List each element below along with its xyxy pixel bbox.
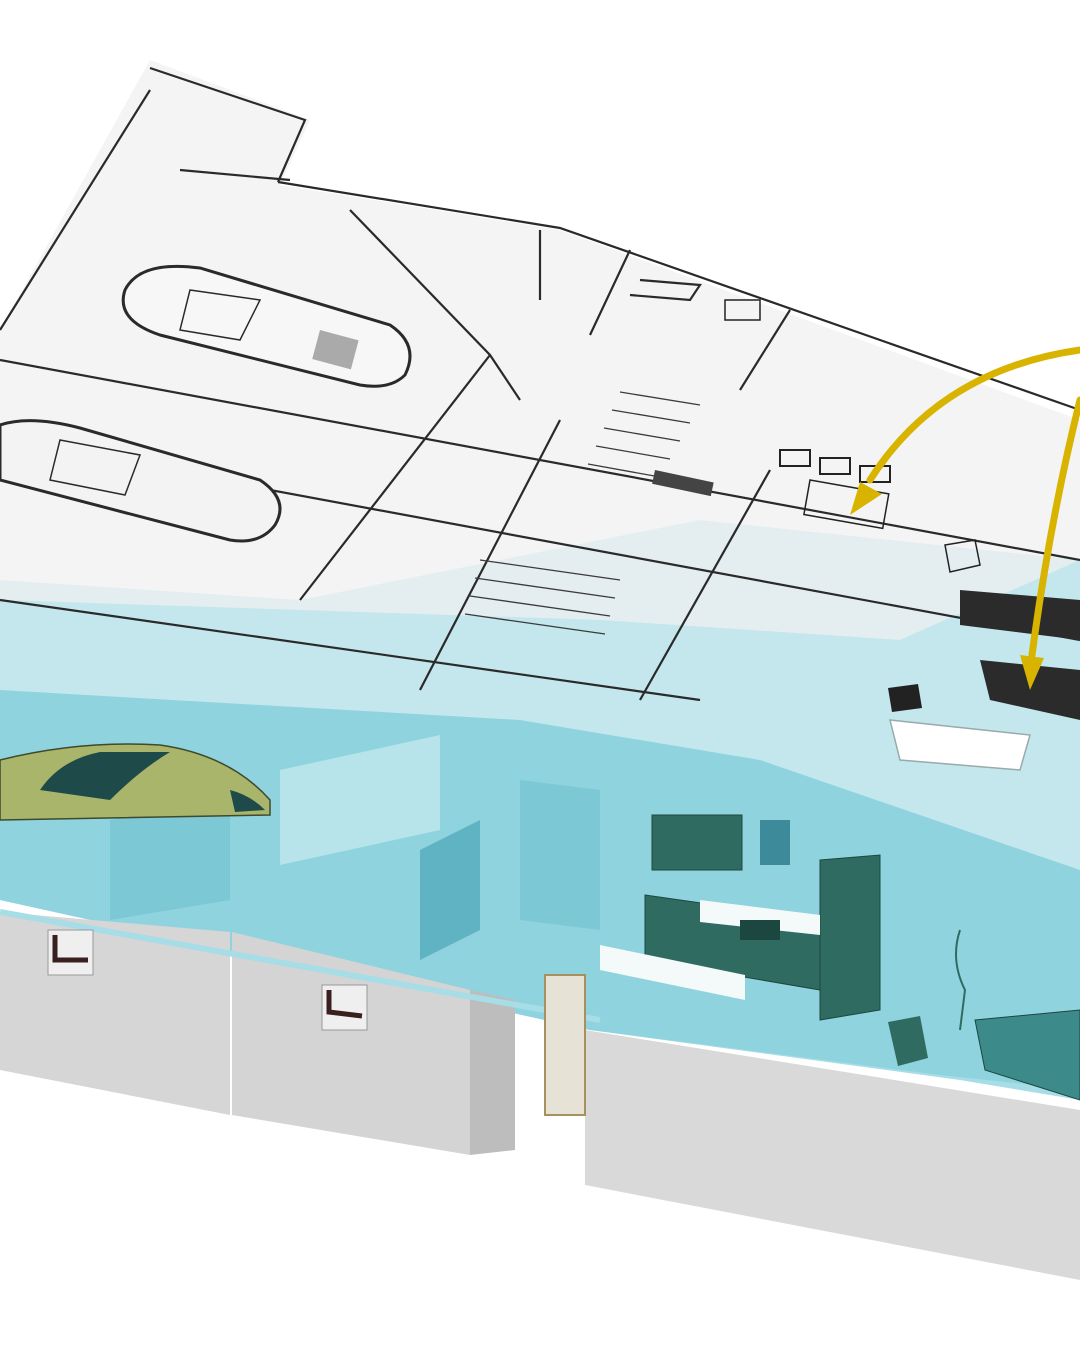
arrow-2 <box>1020 396 1080 690</box>
interior-wall <box>520 780 600 930</box>
interior-wall <box>110 800 230 920</box>
exterior-wall-right <box>585 1030 1080 1280</box>
exterior-wall-mid-shadow <box>470 990 515 1155</box>
plan-walls <box>0 66 1080 702</box>
arrow-1 <box>850 346 1080 515</box>
window <box>47 929 94 976</box>
plan-furniture <box>724 299 981 573</box>
lower-car <box>0 743 271 821</box>
plan-car-bottom <box>0 419 282 543</box>
interior-wall <box>420 820 480 960</box>
interior-wall <box>280 735 440 865</box>
kitchen <box>600 814 881 1021</box>
wall-top-edge <box>0 909 601 1023</box>
exterior-wall-left <box>0 912 230 1115</box>
plan-staircase <box>464 391 714 635</box>
plan-car-top <box>121 264 412 388</box>
upper-plan-sheet <box>0 60 1080 640</box>
window <box>321 984 368 1031</box>
plan-dining-table <box>888 684 1031 771</box>
sofa <box>974 1009 1080 1101</box>
door <box>544 974 586 1116</box>
lounge-chair <box>888 1016 928 1066</box>
plan-sofa <box>960 590 1080 640</box>
floor-lamp <box>955 929 967 1031</box>
